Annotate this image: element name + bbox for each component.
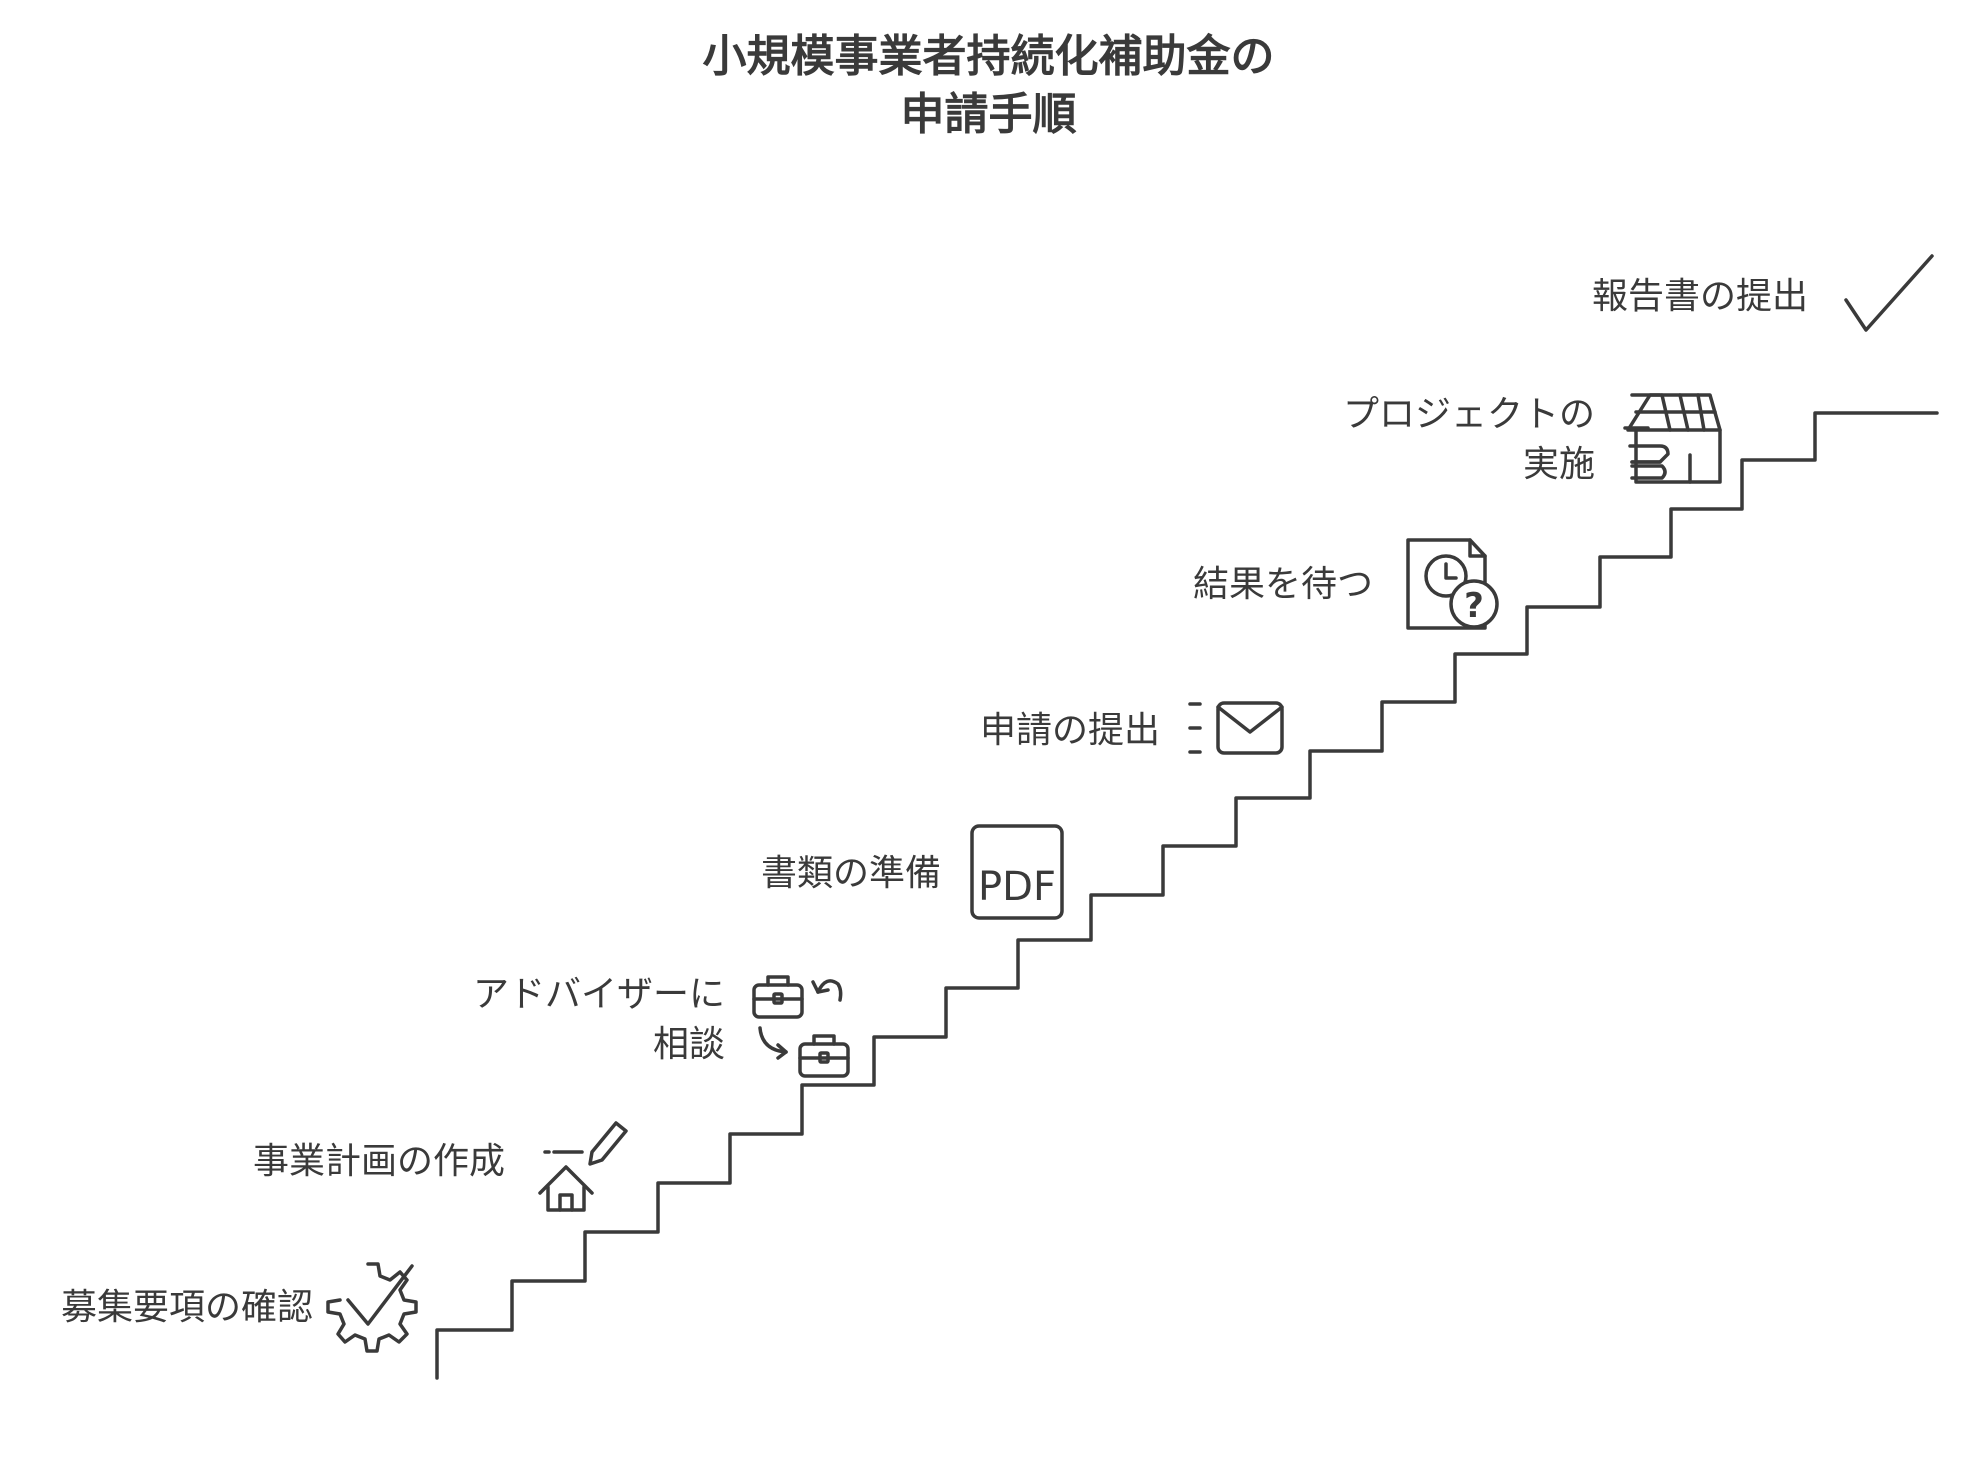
step-label-8: 報告書の提出 <box>1591 276 1808 317</box>
step-label-2: 事業計画の作成 <box>252 1141 505 1182</box>
house-solar-panel-icon <box>1623 393 1722 484</box>
staircase-line <box>435 411 1939 1380</box>
step-label-6: 結果を待つ <box>1192 564 1373 605</box>
gear-check-icon <box>326 1262 418 1353</box>
house-pen-icon <box>538 1121 628 1212</box>
title-line-2: 申請手順 <box>900 89 1077 140</box>
step-label-4: 書類の準備 <box>760 853 941 894</box>
step-label-5: 申請の提出 <box>979 710 1160 751</box>
checkmark-icon <box>1844 254 1934 332</box>
question-mark: ? <box>1464 586 1484 626</box>
envelope-send-icon <box>1188 701 1284 755</box>
step-label-1: 募集要項の確認 <box>60 1287 313 1328</box>
pdf-document-icon: PDF <box>970 824 1064 920</box>
title-line-1: 小規模事業者持続化補助金の <box>702 31 1275 82</box>
step-label-3: アドバイザーに 相談 <box>472 974 725 1065</box>
step-label-7: プロジェクトの 実施 <box>1342 394 1595 485</box>
pdf-label: PDF <box>978 864 1056 910</box>
document-clock-question-icon: ? <box>1406 538 1499 630</box>
briefcase-exchange-icon <box>752 975 850 1078</box>
diagram-title: 小規模事業者持続化補助金の 申請手順 <box>0 28 1977 144</box>
